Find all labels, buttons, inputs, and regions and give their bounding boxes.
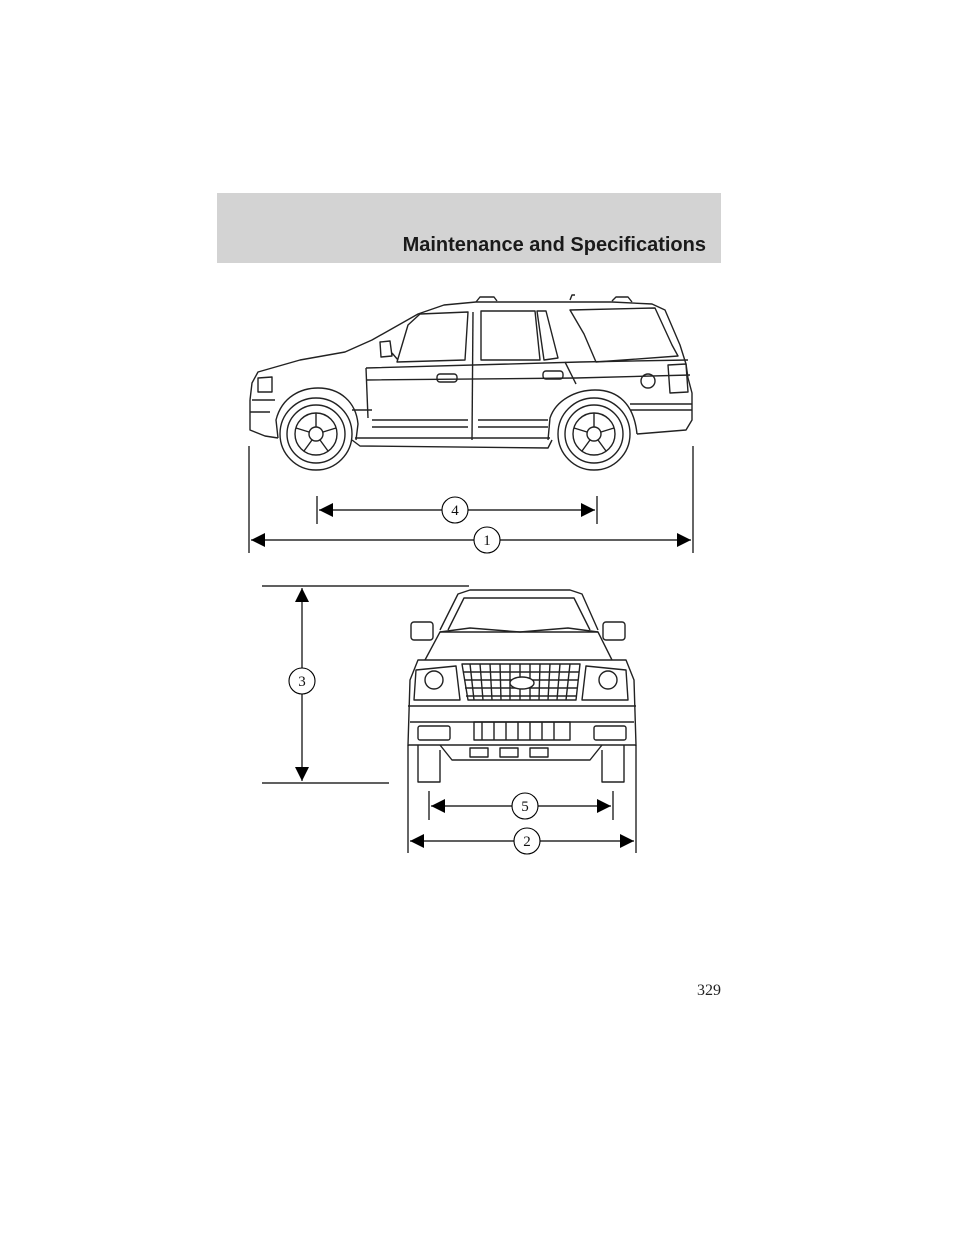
callout-1: 1 <box>474 527 500 553</box>
vehicle-front-view <box>408 590 636 782</box>
callout-5-label: 5 <box>521 799 529 815</box>
side-view-rear-wheel <box>558 398 630 470</box>
side-view-front-wheel <box>280 398 352 470</box>
page-number: 329 <box>697 982 721 1000</box>
callout-3-label: 3 <box>298 674 306 690</box>
callout-2-label: 2 <box>523 834 531 850</box>
callout-1-label: 1 <box>483 533 491 549</box>
callout-5: 5 <box>512 793 538 819</box>
callout-4: 4 <box>442 497 468 523</box>
callout-2: 2 <box>514 828 540 854</box>
callout-3: 3 <box>289 668 315 694</box>
side-view-dimensions <box>249 446 693 553</box>
callout-4-label: 4 <box>451 503 459 519</box>
front-view-dimensions <box>262 586 636 853</box>
